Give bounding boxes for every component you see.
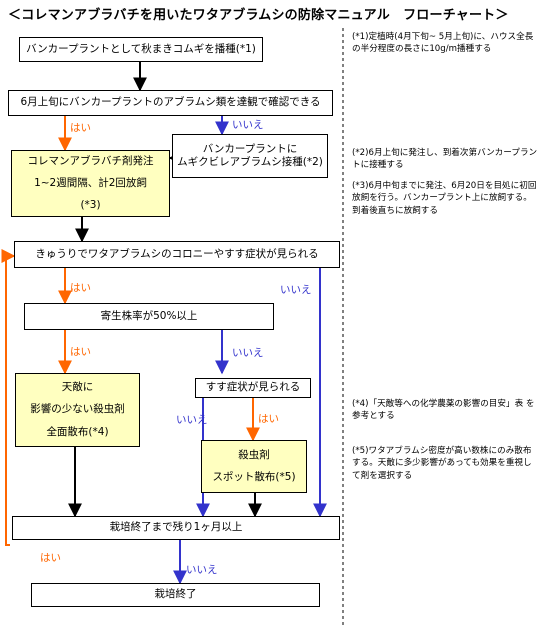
box-inoculate-aphids-line1: バンカープラントに: [202, 142, 298, 155]
note-4: (*4)「天敵等への化学農薬の影響の目安」表 を参考とする: [352, 399, 535, 422]
note-3: (*3)6月中旬までに発注、6月20日を目処に初回放飼を行う。バンカープラント上…: [352, 181, 537, 216]
box-check-aphids-text: 6月上旬にバンカープラントのアブラムシ類を達観で確認できる: [20, 96, 321, 109]
box-inoculate-aphids: バンカープラントに ムギクビレアブラムシ接種(*2): [172, 134, 328, 178]
label-yes-remaining: はい: [40, 552, 61, 564]
box-order-parasitoid-line2: 1~2週間隔、計2回放飼: [34, 176, 147, 189]
label-yes-check: はい: [70, 122, 91, 134]
box-full-spray-line2: 影響の少ない殺虫剤: [30, 403, 125, 416]
label-yes-sooty: はい: [258, 413, 279, 425]
box-inoculate-aphids-line2: ムギクビレアブラムシ接種(*2): [177, 156, 323, 168]
box-full-spray-line3: 全面散布(*4): [46, 425, 109, 438]
box-colony-observed: きゅうりでワタアブラムシのコロニーやすす症状が見られる: [14, 241, 340, 268]
note-5: (*5)ワタアブラムシ密度が高い数株にのみ散布する。天敵に多少影響があっても効果…: [352, 446, 532, 481]
label-no-remaining: いいえ: [186, 564, 218, 576]
box-parasitism-rate: 寄生株率が50%以上: [24, 303, 274, 330]
label-yes-colony: はい: [70, 282, 91, 294]
box-sooty-mold: すす症状が見られる: [195, 378, 311, 398]
box-order-parasitoid: コレマンアブラバチ剤発注 1~2週間隔、計2回放飼 (*3): [11, 150, 170, 217]
box-order-parasitoid-line1: コレマンアブラバチ剤発注: [27, 154, 154, 167]
box-cultivation-end-text: 栽培終了: [154, 588, 197, 601]
label-no-rate: いいえ: [232, 347, 264, 359]
note-2: (*2)6月上旬に発注し、到着次第バンカープラントに接種する: [352, 148, 538, 171]
label-no-sooty: いいえ: [176, 414, 208, 426]
box-cultivation-end: 栽培終了: [31, 583, 320, 607]
box-check-aphids: 6月上旬にバンカープラントのアブラムシ類を達観で確認できる: [8, 90, 333, 116]
box-order-parasitoid-line3: (*3): [80, 199, 101, 212]
box-parasitism-rate-text: 寄生株率が50%以上: [100, 309, 198, 322]
box-remaining-period-text: 栽培終了まで残り1ヶ月以上: [109, 521, 243, 534]
page-title: ＜コレマンアブラバチを用いたワタアブラムシの防除マニュアル フローチャート＞: [8, 8, 509, 23]
arrow-loop-b10-b5: [1, 249, 16, 546]
label-yes-rate: はい: [70, 346, 91, 358]
box-colony-observed-text: きゅうりでワタアブラムシのコロニーやすす症状が見られる: [35, 247, 319, 260]
box-full-spray: 天敵に 影響の少ない殺虫剤 全面散布(*4): [15, 373, 140, 447]
label-no-colony: いいえ: [280, 284, 312, 296]
box-spot-spray-line1: 殺虫剤: [238, 448, 270, 461]
box-sooty-mold-text: すす症状が見られる: [205, 381, 301, 394]
box-full-spray-line1: 天敵に: [61, 381, 94, 394]
box-sow-wheat-text: バンカープラントとして秋まきコムギを播種(*1): [26, 42, 256, 55]
box-remaining-period: 栽培終了まで残り1ヶ月以上: [12, 516, 340, 540]
box-spot-spray: 殺虫剤 スポット散布(*5): [201, 440, 307, 493]
label-no-check: いいえ: [232, 119, 264, 131]
note-1: (*1)定植時(4月下旬~ 5月上旬)に、ハウス全長の半分程度の長さに10g/m…: [352, 32, 534, 55]
box-spot-spray-line2: スポット散布(*5): [212, 471, 296, 483]
box-sow-wheat: バンカープラントとして秋まきコムギを播種(*1): [19, 37, 263, 62]
